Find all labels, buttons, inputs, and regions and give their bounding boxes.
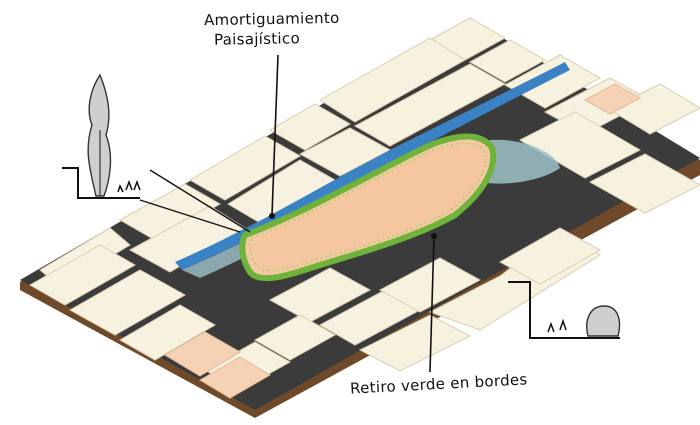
label-landscape-buffer-line1: Amortiguamiento <box>203 8 340 30</box>
tree-icon <box>87 73 112 197</box>
highlight-blocks <box>164 83 642 399</box>
leader-dot-buffer <box>269 213 275 219</box>
leader-dot-setback <box>431 233 437 239</box>
leader-line-buffer <box>271 54 279 216</box>
leader-line-setback <box>429 235 435 373</box>
sight-line-top <box>149 169 251 233</box>
scale-figure-right <box>508 281 620 339</box>
park-area <box>239 133 497 282</box>
scale-figure-left <box>62 167 141 199</box>
sight-line-bottom <box>139 199 241 233</box>
city-blocks <box>28 17 700 391</box>
bush-icon <box>586 305 621 337</box>
label-landscape-buffer-line2: Paisajístico <box>213 29 301 49</box>
